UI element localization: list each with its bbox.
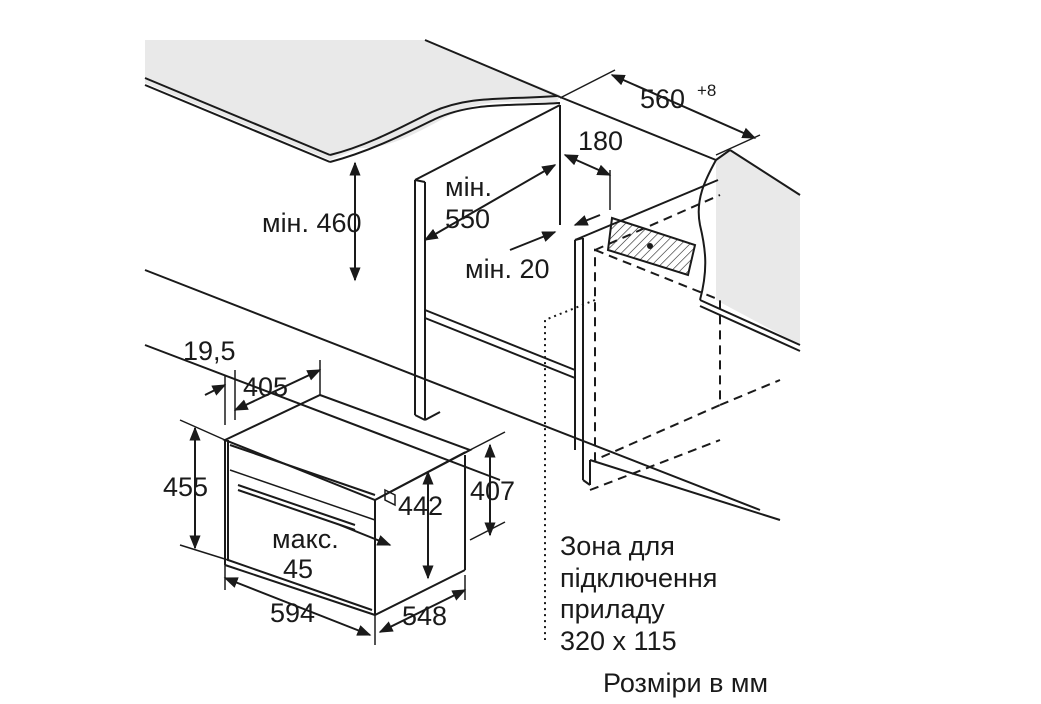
floor-lines xyxy=(144,269,781,521)
worktop xyxy=(144,39,561,163)
zone-label-line1: Зона для xyxy=(560,531,675,561)
dim-560: 560 xyxy=(640,84,685,114)
units-note: Розміри в мм xyxy=(603,668,768,698)
dim-455: 455 xyxy=(163,472,208,502)
dim-407: 407 xyxy=(470,476,515,506)
dim-min-460: мін. 460 xyxy=(262,208,362,238)
dimension-lines xyxy=(179,69,761,645)
dim-min-550-line1: мін. xyxy=(445,172,492,202)
dim-max-45-line2: 45 xyxy=(283,554,313,584)
dim-180: 180 xyxy=(578,126,623,156)
dim-560-tolerance: +8 xyxy=(697,81,716,100)
dim-594: 594 xyxy=(270,598,315,628)
dim-405: 405 xyxy=(243,372,288,402)
dim-548: 548 xyxy=(402,601,447,631)
dim-19-5: 19,5 xyxy=(183,336,236,366)
zone-label-line2: підключення xyxy=(560,563,717,593)
zone-label-line4: 320 x 115 xyxy=(560,626,677,656)
dim-min-20: мін. 20 xyxy=(465,254,550,284)
dim-min-550-line2: 550 xyxy=(445,204,490,234)
zone-label-line3: приладу xyxy=(560,594,665,624)
dim-max-45-line1: макс. xyxy=(272,524,339,554)
dim-442: 442 xyxy=(398,491,443,521)
connection-zone-hatch xyxy=(606,216,697,277)
niche-frame xyxy=(414,104,719,486)
